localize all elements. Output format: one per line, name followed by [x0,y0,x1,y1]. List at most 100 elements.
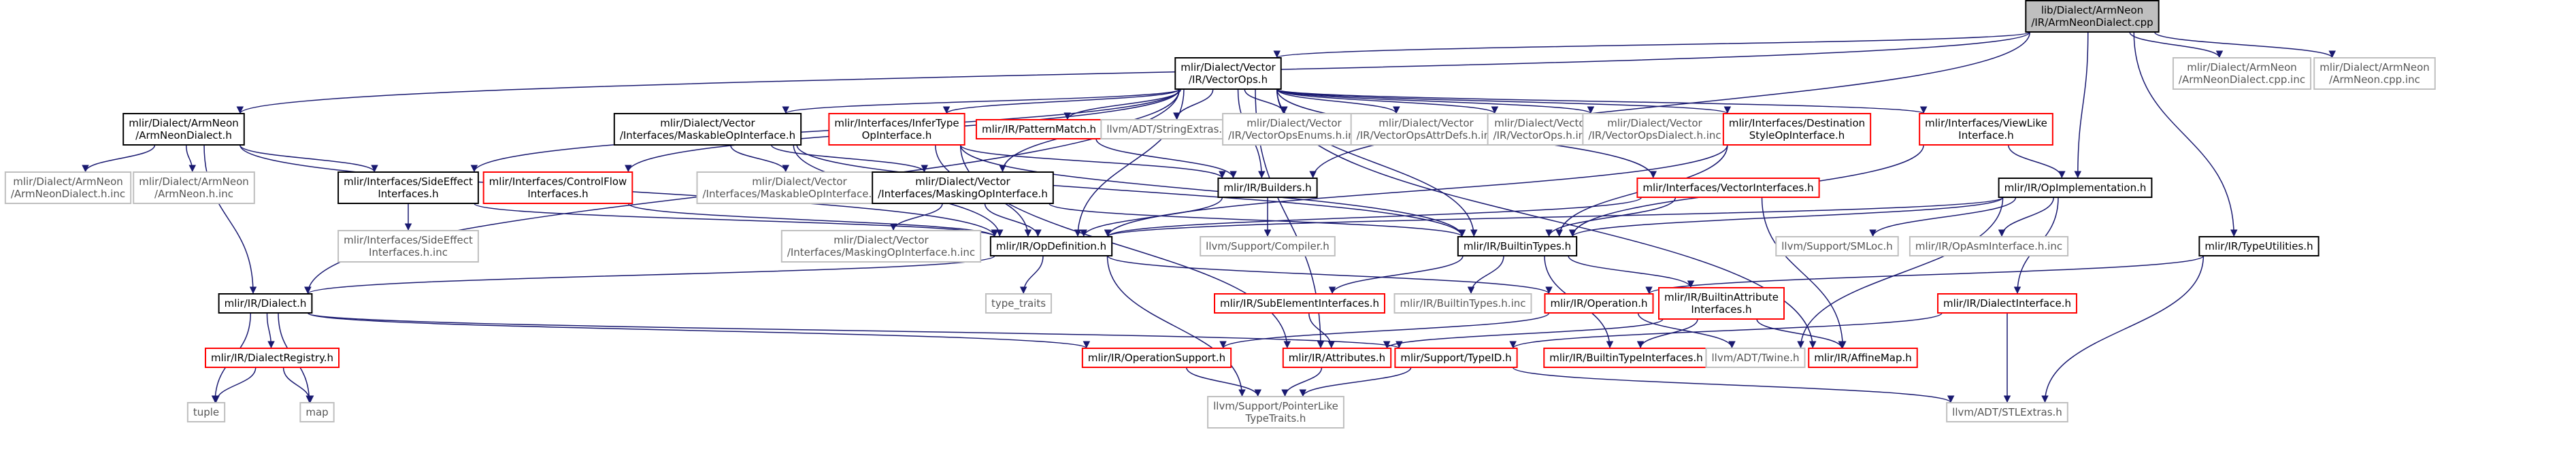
node-stlextras-h[interactable]: llvm/ADT/STLExtras.h [1946,402,2068,422]
node-label: /IR/VectorOpsEnums.h.inc [1228,129,1360,141]
node-masking-h[interactable]: mlir/Dialect/Vector/Interfaces/MaskingOp… [872,171,1054,204]
node-box [872,171,1054,204]
node-label: mlir/Support/TypeID.h [1400,352,1511,364]
node-armneon-cpp-inc[interactable]: mlir/Dialect/ArmNeon/ArmNeonDialect.cpp.… [2172,57,2312,90]
node-label: llvm/ADT/Twine.h [1711,352,1799,364]
edge-vectorinterfaces-h-to-affinemap-h [1761,197,1847,349]
node-builtintypes-h[interactable]: mlir/IR/BuiltinTypes.h [1457,236,1578,256]
edge-dialectregistry-h-to-tuple [212,367,257,403]
node-box [337,230,479,263]
node-label: TypeTraits.h [1245,412,1306,424]
edge-masking-h-to-masking-h-inc [889,203,943,231]
node-label: Interfaces.h [527,188,588,200]
nodes-layer: lib/Dialect/ArmNeon/IR/ArmNeonDialect.cp… [4,0,2436,429]
node-opasminterface-inc[interactable]: mlir/IR/OpAsmInterface.h.inc [1909,236,2069,256]
node-label: mlir/Interfaces/ControlFlow [489,176,627,188]
edge-operation-h-to-twine-h [1637,312,1736,349]
node-box [1214,293,1385,314]
node-box [1207,396,1344,429]
node-label: mlir/IR/Dialect.h [225,297,307,310]
node-sideeffect-h-inc[interactable]: mlir/Interfaces/SideEffectInterfaces.h.i… [337,230,479,263]
node-dialectregistry-h[interactable]: mlir/IR/DialectRegistry.h [204,348,340,368]
node-compiler-h[interactable]: llvm/Support/Compiler.h [1200,236,1336,256]
node-label: mlir/IR/DialectRegistry.h [211,352,333,364]
node-label: mlir/Dialect/ArmNeon [129,117,239,129]
node-label: mlir/Dialect/Vector [833,234,929,246]
node-affinemap-h[interactable]: mlir/IR/AffineMap.h [1808,348,1918,368]
node-label: mlir/IR/OpImplementation.h [2004,182,2147,194]
node-maskable-h-inc[interactable]: mlir/Dialect/Vector/Interfaces/MaskableO… [696,171,903,204]
node-box [1582,113,1728,146]
node-label: llvm/Support/SMLoc.h [1781,240,1892,252]
node-vectorinterfaces-h[interactable]: mlir/Interfaces/VectorInterfaces.h [1636,178,1820,198]
node-destinationstyle-h[interactable]: mlir/Interfaces/DestinationStyleOpInterf… [1722,113,1872,146]
node-masking-h-inc[interactable]: mlir/Dialect/Vector/Interfaces/MaskingOp… [780,230,982,263]
node-vectoropsattrdefs-inc[interactable]: mlir/Dialect/Vector/IR/VectorOpsAttrDefs… [1350,113,1502,146]
node-label: mlir/Dialect/Vector [1246,117,1342,129]
node-label: /ArmNeon.cpp.inc [2329,73,2420,86]
edge-root-to-vectorops-h [1274,31,2031,59]
edge-masking-h-to-builtintypes-h [1048,203,1466,237]
node-box [828,113,965,146]
node-smloc-h[interactable]: llvm/Support/SMLoc.h [1775,236,1899,256]
node-opimplementation-h[interactable]: mlir/IR/OpImplementation.h [1998,178,2153,198]
node-box [1544,293,1654,314]
node-label: map [306,406,328,418]
node-operation-h[interactable]: mlir/IR/Operation.h [1544,293,1654,314]
node-dialectinterface-h[interactable]: mlir/IR/DialectInterface.h [1937,293,2077,314]
edge-vectorops-h-to-vectoropsdialect-inc [1276,88,1594,114]
node-vectoropsdialect-inc[interactable]: mlir/Dialect/Vector/IR/VectorOpsDialect.… [1582,113,1728,146]
node-label: type_traits [991,297,1046,310]
node-type-traits[interactable]: type_traits [985,293,1053,314]
node-armneondialect-h-inc[interactable]: mlir/Dialect/ArmNeon/ArmNeonDialect.h.in… [4,171,132,204]
node-maskable-h[interactable]: mlir/Dialect/Vector/Interfaces/MaskableO… [613,113,802,146]
node-vectorops-inc[interactable]: mlir/Dialect/Vector/IR/VectorOps.h.inc [1487,113,1597,146]
node-map[interactable]: map [299,402,335,422]
edge-root-to-typeutilities-h [2133,31,2238,237]
node-dialect-h[interactable]: mlir/IR/Dialect.h [218,293,313,314]
node-label: Interface.h [1958,129,2013,141]
node-builders-h[interactable]: mlir/IR/Builders.h [1217,178,1318,198]
node-patternmatch-h[interactable]: mlir/IR/PatternMatch.h [975,119,1103,139]
node-armneon-h-inc[interactable]: mlir/Dialect/ArmNeon/ArmNeon.h.inc [133,171,255,204]
node-opdefinition-h[interactable]: mlir/IR/OpDefinition.h [989,236,1113,256]
node-label: mlir/IR/DialectInterface.h [1943,297,2071,310]
node-box [1705,348,1806,368]
node-box [613,113,802,146]
edge-armneondialect-h-to-armneondialect-h-inc [82,144,156,173]
node-label: /ArmNeonDialect.cpp.inc [2179,73,2305,86]
node-twine-h[interactable]: llvm/ADT/Twine.h [1705,348,1806,368]
edge-patternmatch-h-to-builders-h [1095,138,1237,179]
node-label: llvm/Support/Compiler.h [1206,240,1330,252]
node-vectoropsenums-inc[interactable]: mlir/Dialect/Vector/IR/VectorOpsEnums.h.… [1222,113,1366,146]
node-builtintypes-inc[interactable]: mlir/IR/BuiltinTypes.h.inc [1393,293,1532,314]
node-box [1222,113,1366,146]
node-attributes-h[interactable]: mlir/IR/Attributes.h [1282,348,1392,368]
node-operationsupport-h[interactable]: mlir/IR/OperationSupport.h [1081,348,1232,368]
node-typeutilities-h[interactable]: mlir/IR/TypeUtilities.h [2198,236,2319,256]
node-subelement-h[interactable]: mlir/IR/SubElementInterfaces.h [1214,293,1385,314]
edge-operationsupport-h-to-pointerlike-h [1186,367,1261,397]
node-label: llvm/ADT/StringExtras.h [1106,123,1228,135]
edge-root-to-armneondialect-h [237,31,2031,114]
node-stringextras-h[interactable]: llvm/ADT/StringExtras.h [1100,119,1235,139]
edge-root-to-armneon-cpp-inc2 [2153,31,2336,59]
edge-infertype-h-to-builders-h [959,144,1226,179]
node-box [1457,236,1578,256]
node-vectorops-h[interactable]: mlir/Dialect/Vector/IR/VectorOps.h [1174,57,1282,90]
node-typeid-h[interactable]: mlir/Support/TypeID.h [1394,348,1518,368]
node-armneondialect-h[interactable]: mlir/Dialect/ArmNeon/ArmNeonDialect.h [122,113,245,146]
node-builtintypeif-h[interactable]: mlir/IR/BuiltinTypeInterfaces.h [1543,348,1709,368]
node-label: /IR/VectorOps.h.inc [1493,129,1591,141]
node-box [1775,236,1899,256]
node-tuple[interactable]: tuple [186,402,226,422]
node-armneon-cpp-inc2[interactable]: mlir/Dialect/ArmNeon/ArmNeon.cpp.inc [2313,57,2436,90]
node-box [482,171,633,204]
node-root[interactable]: lib/Dialect/ArmNeon/IR/ArmNeonDialect.cp… [2025,0,2160,33]
